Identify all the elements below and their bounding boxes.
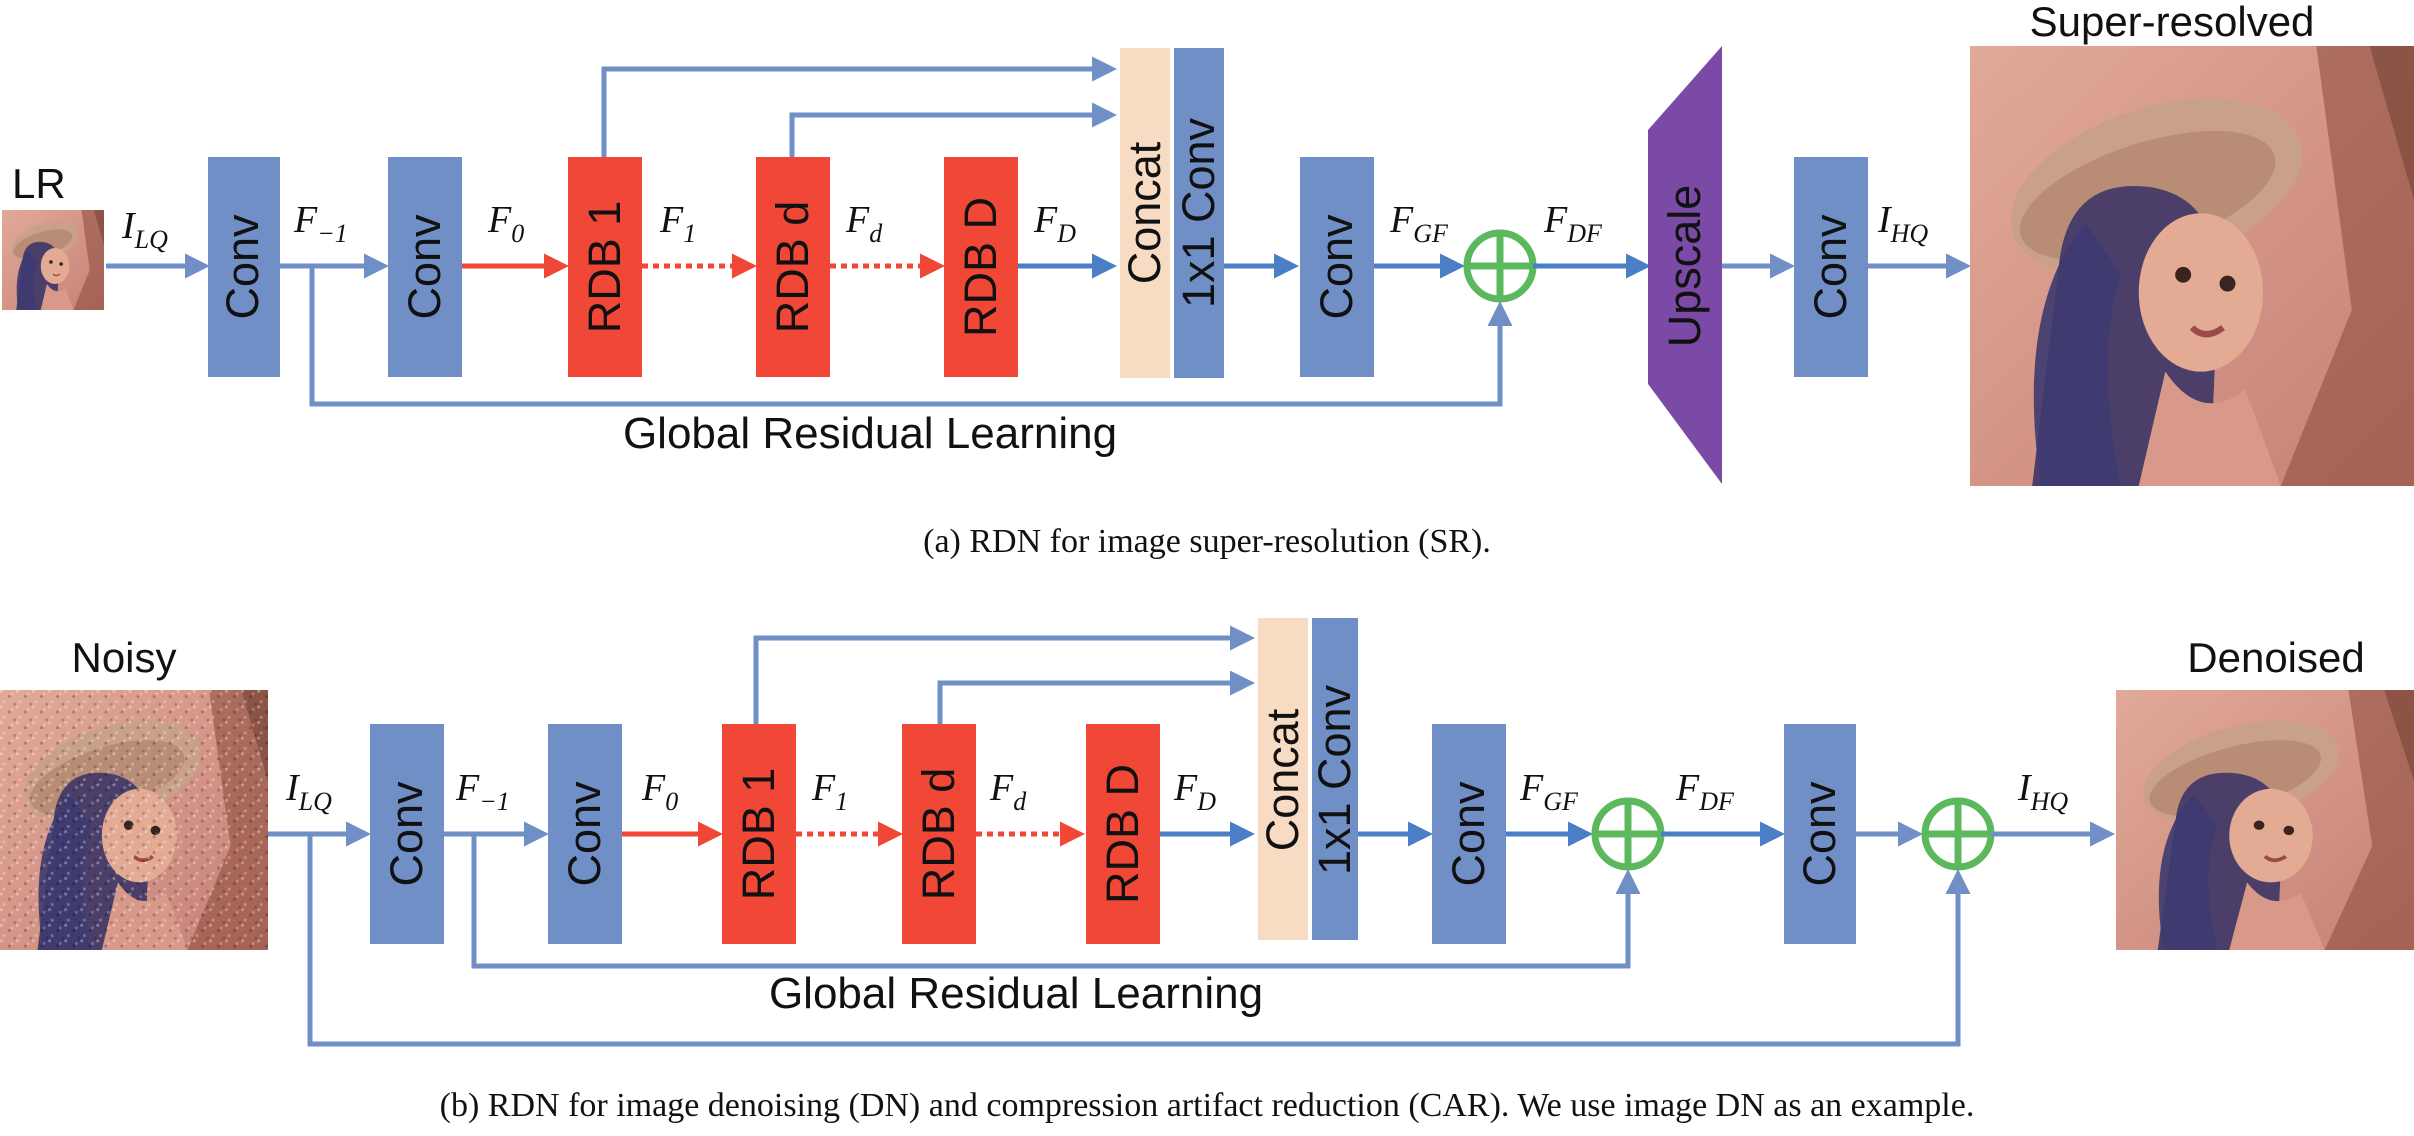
math-I_HQ-b: IHQ (2017, 767, 2068, 816)
concat-block-a (1120, 48, 1170, 378)
lr-photo (1, 209, 105, 311)
math-I_LQ-b: ILQ (285, 767, 332, 816)
math-F_GF-a: FGF (1389, 199, 1449, 248)
rdb1-block-b (722, 724, 796, 944)
conv3-label-a: Conv (1311, 214, 1362, 320)
conv1-label-b: Conv (381, 781, 432, 887)
math-F_0-a: F0 (487, 199, 524, 248)
conv2-label-a: Conv (399, 214, 450, 320)
math-I_LQ-a: ILQ (121, 205, 168, 254)
svg-text:ILQ: ILQ (121, 205, 168, 254)
svg-text:Fd: Fd (989, 767, 1027, 816)
math-F_1-b: F1 (811, 767, 848, 816)
conv4-block-a (1794, 157, 1868, 377)
math-F_d-b: Fd (989, 767, 1027, 816)
sr-photo (1970, 46, 2414, 486)
sum-icon-b1 (1591, 797, 1665, 871)
conv3-block-a (1300, 157, 1374, 377)
rdbD-block-b (1086, 724, 1160, 944)
svg-text:IHQ: IHQ (1877, 199, 1928, 248)
skip-rdbd-concat-b (937, 670, 1255, 724)
math-F_DF-a: FDF (1543, 199, 1603, 248)
concat-label-a: Concat (1119, 141, 1170, 284)
conv2-block-b (548, 724, 622, 944)
sum-icon-b2 (1921, 797, 1995, 871)
caption-a: (a) RDN for image super-resolution (SR). (923, 523, 1491, 560)
math-F_m1-a: F−1 (293, 199, 348, 248)
conv2-block-a (388, 157, 462, 377)
global-residual-label-b: Global Residual Learning (769, 969, 1263, 1018)
math-I_HQ-a: IHQ (1877, 199, 1928, 248)
fuse-label-b: 1x1 Conv (1309, 684, 1360, 875)
fuse-block-a (1174, 48, 1224, 378)
svg-text:F1: F1 (659, 199, 696, 248)
math-F_m1-b: F−1 (455, 767, 510, 816)
rdbd-block-b (902, 724, 976, 944)
conv1-block-a (208, 157, 280, 377)
rdb1-label-b: RDB 1 (733, 768, 784, 901)
math-F_0-b: F0 (641, 767, 678, 816)
concat-label-b: Concat (1257, 708, 1308, 851)
rdbd-label-b: RDB d (913, 768, 964, 901)
global-residual-label-a: Global Residual Learning (623, 409, 1117, 458)
svg-text:FD: FD (1033, 199, 1076, 248)
conv4-label-b: Conv (1794, 781, 1845, 887)
rdbD-label-a: RDB D (955, 197, 1006, 337)
conv4-label-a: Conv (1805, 214, 1856, 320)
conv3-label-b: Conv (1443, 781, 1494, 887)
svg-text:F−1: F−1 (293, 199, 348, 248)
sr-label: Super-resolved (2030, 0, 2315, 45)
svg-text:FGF: FGF (1389, 199, 1449, 248)
conv1-block-b (370, 724, 444, 944)
svg-text:F0: F0 (641, 767, 678, 816)
math-F_D-b: FD (1173, 767, 1216, 816)
skip-rdb1-concat-a (601, 56, 1117, 157)
svg-text:FGF: FGF (1519, 767, 1579, 816)
global-residual-line-a (309, 266, 1513, 407)
upscale-label-a: Upscale (1659, 185, 1710, 348)
panel-a: LR ILQ Conv F−1 Conv F0 RDB 1 F1 RDB d (1, 0, 2414, 560)
svg-text:FD: FD (1173, 767, 1216, 816)
svg-text:F1: F1 (811, 767, 848, 816)
denoised-label: Denoised (2187, 634, 2364, 681)
rdbd-label-a: RDB d (767, 201, 818, 334)
math-F_DF-b: FDF (1675, 767, 1735, 816)
rdb1-block-a (568, 157, 642, 377)
global-residual-line-b (471, 834, 1641, 969)
fuse-block-b (1312, 618, 1358, 940)
input-residual-line-b (307, 834, 1971, 1047)
panel-b: Noisy ILQ Conv F−1 Conv F0 RDB 1 F1 RDB … (0, 618, 2414, 1124)
svg-text:FDF: FDF (1675, 767, 1735, 816)
math-F_d-a: Fd (845, 199, 883, 248)
upscale-block-a (1648, 46, 1722, 484)
svg-text:F−1: F−1 (455, 767, 510, 816)
denoised-photo (2116, 690, 2414, 950)
caption-b: (b) RDN for image denoising (DN) and com… (440, 1087, 1975, 1124)
math-F_1-a: F1 (659, 199, 696, 248)
svg-text:Fd: Fd (845, 199, 883, 248)
rdbD-label-b: RDB D (1097, 764, 1148, 904)
rdbD-block-a (944, 157, 1018, 377)
concat-block-b (1258, 618, 1308, 940)
noisy-label: Noisy (71, 634, 176, 681)
conv2-label-b: Conv (559, 781, 610, 887)
fuse-label-a: 1x1 Conv (1173, 117, 1224, 308)
noisy-photo (0, 688, 270, 952)
skip-rdb1-concat-b (753, 625, 1255, 724)
math-F_D-a: FD (1033, 199, 1076, 248)
svg-text:F0: F0 (487, 199, 524, 248)
rdbd-block-a (756, 157, 830, 377)
rdb1-label-a: RDB 1 (579, 201, 630, 334)
conv3-block-b (1432, 724, 1506, 944)
lr-label: LR (12, 160, 66, 207)
conv4-block-b (1784, 724, 1856, 944)
math-F_GF-b: FGF (1519, 767, 1579, 816)
conv1-label-a: Conv (217, 214, 268, 320)
svg-text:FDF: FDF (1543, 199, 1603, 248)
svg-text:IHQ: IHQ (2017, 767, 2068, 816)
sum-icon-a (1463, 229, 1537, 303)
svg-text:ILQ: ILQ (285, 767, 332, 816)
skip-rdbd-concat-a (789, 102, 1117, 157)
